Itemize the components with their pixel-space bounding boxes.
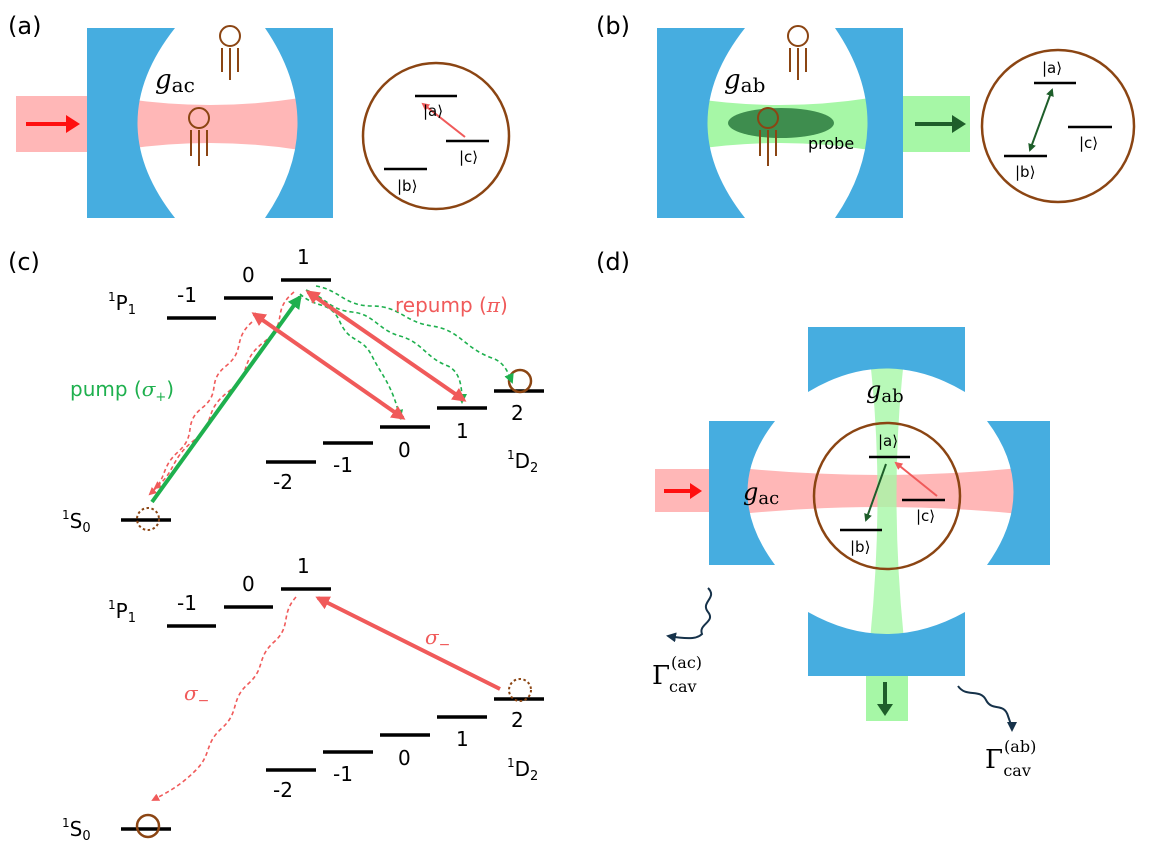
p1-term-label: 1P1 xyxy=(108,598,136,626)
panel-c-transfer: -1 0 1 1P1 -2 -1 0 1 2 1D2 1S0 σ− σ− xyxy=(62,554,544,844)
d2-m-label: -1 xyxy=(333,453,353,477)
gamma-ac-label: Γ(ac)cav xyxy=(652,653,702,696)
input-arrow-head xyxy=(690,483,702,499)
cavity-mode-ab xyxy=(870,360,904,640)
g-ab-label: gab xyxy=(866,376,904,407)
sigma-minus-arrow xyxy=(315,596,501,691)
sigma-minus-decay xyxy=(151,596,297,801)
panel-b: gab probe |a⟩ |c⟩ |b⟩ xyxy=(657,25,1136,218)
p1-m-label: -1 xyxy=(177,591,197,615)
cavity-decay-ab-arrow xyxy=(957,685,1017,732)
d2-levels xyxy=(266,697,544,772)
level-inset-a xyxy=(361,61,511,211)
empty-population xyxy=(136,507,160,531)
d2-m-label: -1 xyxy=(333,762,353,786)
ket-a-label: |a⟩ xyxy=(423,102,443,120)
g-ac-label: gac xyxy=(743,478,779,509)
pump-label: pump (σ+) xyxy=(70,377,174,405)
d2-m-label: 1 xyxy=(456,419,469,443)
right-mirror xyxy=(835,28,903,218)
d2-m-label: 1 xyxy=(456,727,469,751)
d2-m-label: 0 xyxy=(398,438,411,462)
panel-label-a: (a) xyxy=(8,12,41,40)
panel-label-d: (d) xyxy=(596,248,630,276)
repump-label: repump (π) xyxy=(395,293,508,317)
left-mirror xyxy=(709,421,775,565)
repump-arrow-m0 xyxy=(251,312,406,420)
d2-m-label: -2 xyxy=(273,470,293,494)
left-mirror xyxy=(87,28,175,218)
level-inset-b xyxy=(980,48,1136,204)
p1-term-label: 1P1 xyxy=(108,290,136,318)
top-mirror xyxy=(808,327,965,392)
transition-c-to-a xyxy=(421,102,466,138)
transition-c-to-a xyxy=(894,461,938,497)
d2-m-label: 0 xyxy=(398,746,411,770)
sigma-minus-label: σ− xyxy=(425,625,450,653)
g-ac-label: gac xyxy=(155,65,195,97)
panel-a: gac |a⟩ |c⟩ |b⟩ xyxy=(16,25,511,218)
d2-term-label: 1D2 xyxy=(507,756,538,784)
ket-a-label: |a⟩ xyxy=(1042,59,1062,77)
output-arrow-head xyxy=(952,115,966,133)
p1-levels xyxy=(167,278,331,320)
input-arrow-head xyxy=(66,115,80,133)
ket-b-label: |b⟩ xyxy=(850,538,870,556)
p1-levels xyxy=(167,587,331,628)
panel-label-b: (b) xyxy=(596,12,630,40)
panel-c-pump: -1 0 1 1P1 -2 -1 0 1 2 1D2 1S0 xyxy=(62,245,544,536)
ket-c-label: |c⟩ xyxy=(1079,134,1098,152)
d2-term-label: 1D2 xyxy=(507,448,538,476)
panel-label-c: (c) xyxy=(8,248,40,276)
probe-cloud xyxy=(728,108,834,138)
p1-m-label: 1 xyxy=(297,554,310,578)
transition-a-b xyxy=(1028,88,1054,152)
atom-outside xyxy=(787,25,809,80)
g-ab-label: gab xyxy=(724,65,765,97)
cavity-mode-ac xyxy=(120,98,300,150)
ket-a-label: |a⟩ xyxy=(878,432,898,450)
ket-c-label: |c⟩ xyxy=(916,507,935,525)
d2-m-label: 2 xyxy=(511,708,524,732)
d2-m-label: -2 xyxy=(273,778,293,802)
decay-to-s0 xyxy=(153,291,295,490)
p1-m-label: 0 xyxy=(242,572,255,596)
atom-inside xyxy=(757,107,779,166)
cavity-decay-ac-arrow xyxy=(666,587,713,643)
sigma-minus-label: σ− xyxy=(184,681,209,709)
s0-term-label: 1S0 xyxy=(62,816,91,844)
bottom-mirror xyxy=(808,612,965,676)
atom-population xyxy=(135,813,161,839)
ket-b-label: |b⟩ xyxy=(397,177,417,195)
probe-label: probe xyxy=(808,134,854,153)
panel-d: gab gac |a⟩ |c⟩ |b⟩ Γ(ac)cav Γ(ab)cav xyxy=(652,327,1050,780)
left-mirror xyxy=(657,28,745,218)
output-arrow-head xyxy=(877,704,893,716)
repump-arrow-m1 xyxy=(305,290,467,402)
p1-m-label: 0 xyxy=(242,263,255,287)
p1-m-label: 1 xyxy=(297,245,310,269)
atom-outside xyxy=(219,25,241,80)
right-mirror xyxy=(265,28,333,218)
d2-m-label: 2 xyxy=(511,401,524,425)
s0-term-label: 1S0 xyxy=(62,508,91,536)
decay-to-s0 xyxy=(148,321,253,496)
ket-b-label: |b⟩ xyxy=(1015,163,1035,181)
gamma-ab-label: Γ(ab)cav xyxy=(985,737,1036,780)
level-inset-d xyxy=(812,421,962,571)
transition-a-to-b xyxy=(864,463,887,522)
ket-c-label: |c⟩ xyxy=(459,148,478,166)
right-mirror xyxy=(987,421,1050,565)
atom-inside xyxy=(188,107,210,166)
empty-population xyxy=(508,678,532,702)
p1-m-label: -1 xyxy=(177,283,197,307)
